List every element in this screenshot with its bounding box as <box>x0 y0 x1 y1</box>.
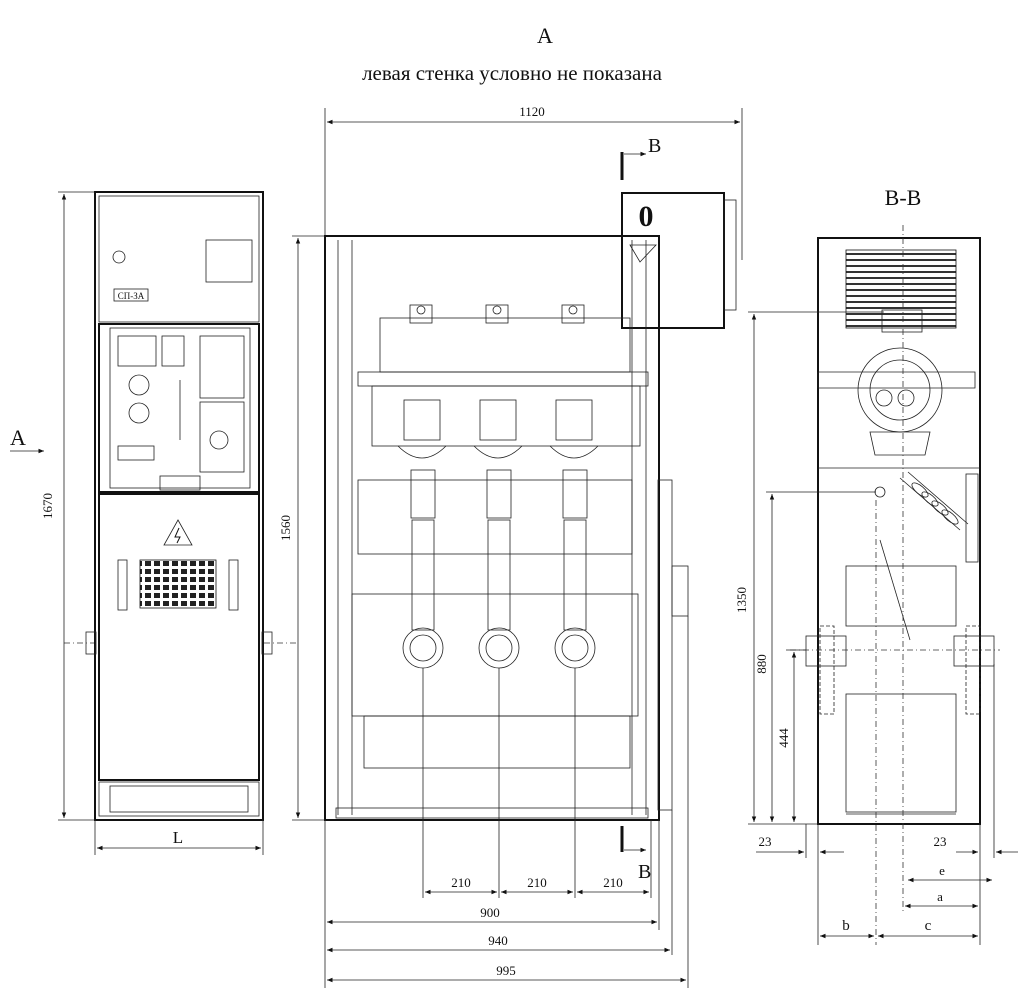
section-offset-left: 23 <box>759 834 772 849</box>
indicator-text: 0 <box>639 200 654 233</box>
view-subtitle: левая стенка условно не показана <box>362 61 662 85</box>
section-dim-c: c <box>925 918 932 934</box>
section-marker-bottom: B <box>638 861 651 883</box>
section-height-1350: 1350 <box>734 587 749 613</box>
side-width-label: 1120 <box>519 104 545 119</box>
view-arrow-label: A <box>10 425 26 450</box>
view-letter: A <box>537 23 553 48</box>
side-view: 1120 B 0 <box>278 104 743 988</box>
bottom-dim-940: 940 <box>488 933 508 948</box>
section-offset-right: 23 <box>934 834 947 849</box>
phase-spacing-3: 210 <box>603 875 623 890</box>
bottom-dim-995: 995 <box>496 963 516 978</box>
front-plate-text: СП-ЗА <box>118 291 145 301</box>
phase-spacing-2: 210 <box>527 875 547 890</box>
insulator <box>899 471 969 531</box>
top-bushings <box>409 304 585 324</box>
phase-poles <box>397 399 599 669</box>
front-view: СП-ЗА 1670 <box>10 191 296 855</box>
section-height-444: 444 <box>776 728 791 748</box>
section-marker-top: B <box>648 135 661 157</box>
section-dim-e: e <box>939 863 945 878</box>
bottom-dim-900: 900 <box>480 905 500 920</box>
phase-spacing-1: 210 <box>451 875 471 890</box>
section-dim-b: b <box>842 918 850 934</box>
section-view: B-B <box>734 185 1018 945</box>
section-height-880: 880 <box>754 654 769 674</box>
section-dim-a: a <box>937 889 943 904</box>
side-height-label: 1560 <box>278 515 293 541</box>
section-title: B-B <box>885 185 922 210</box>
front-width-label: L <box>173 828 183 847</box>
front-height-label: 1670 <box>40 493 55 519</box>
